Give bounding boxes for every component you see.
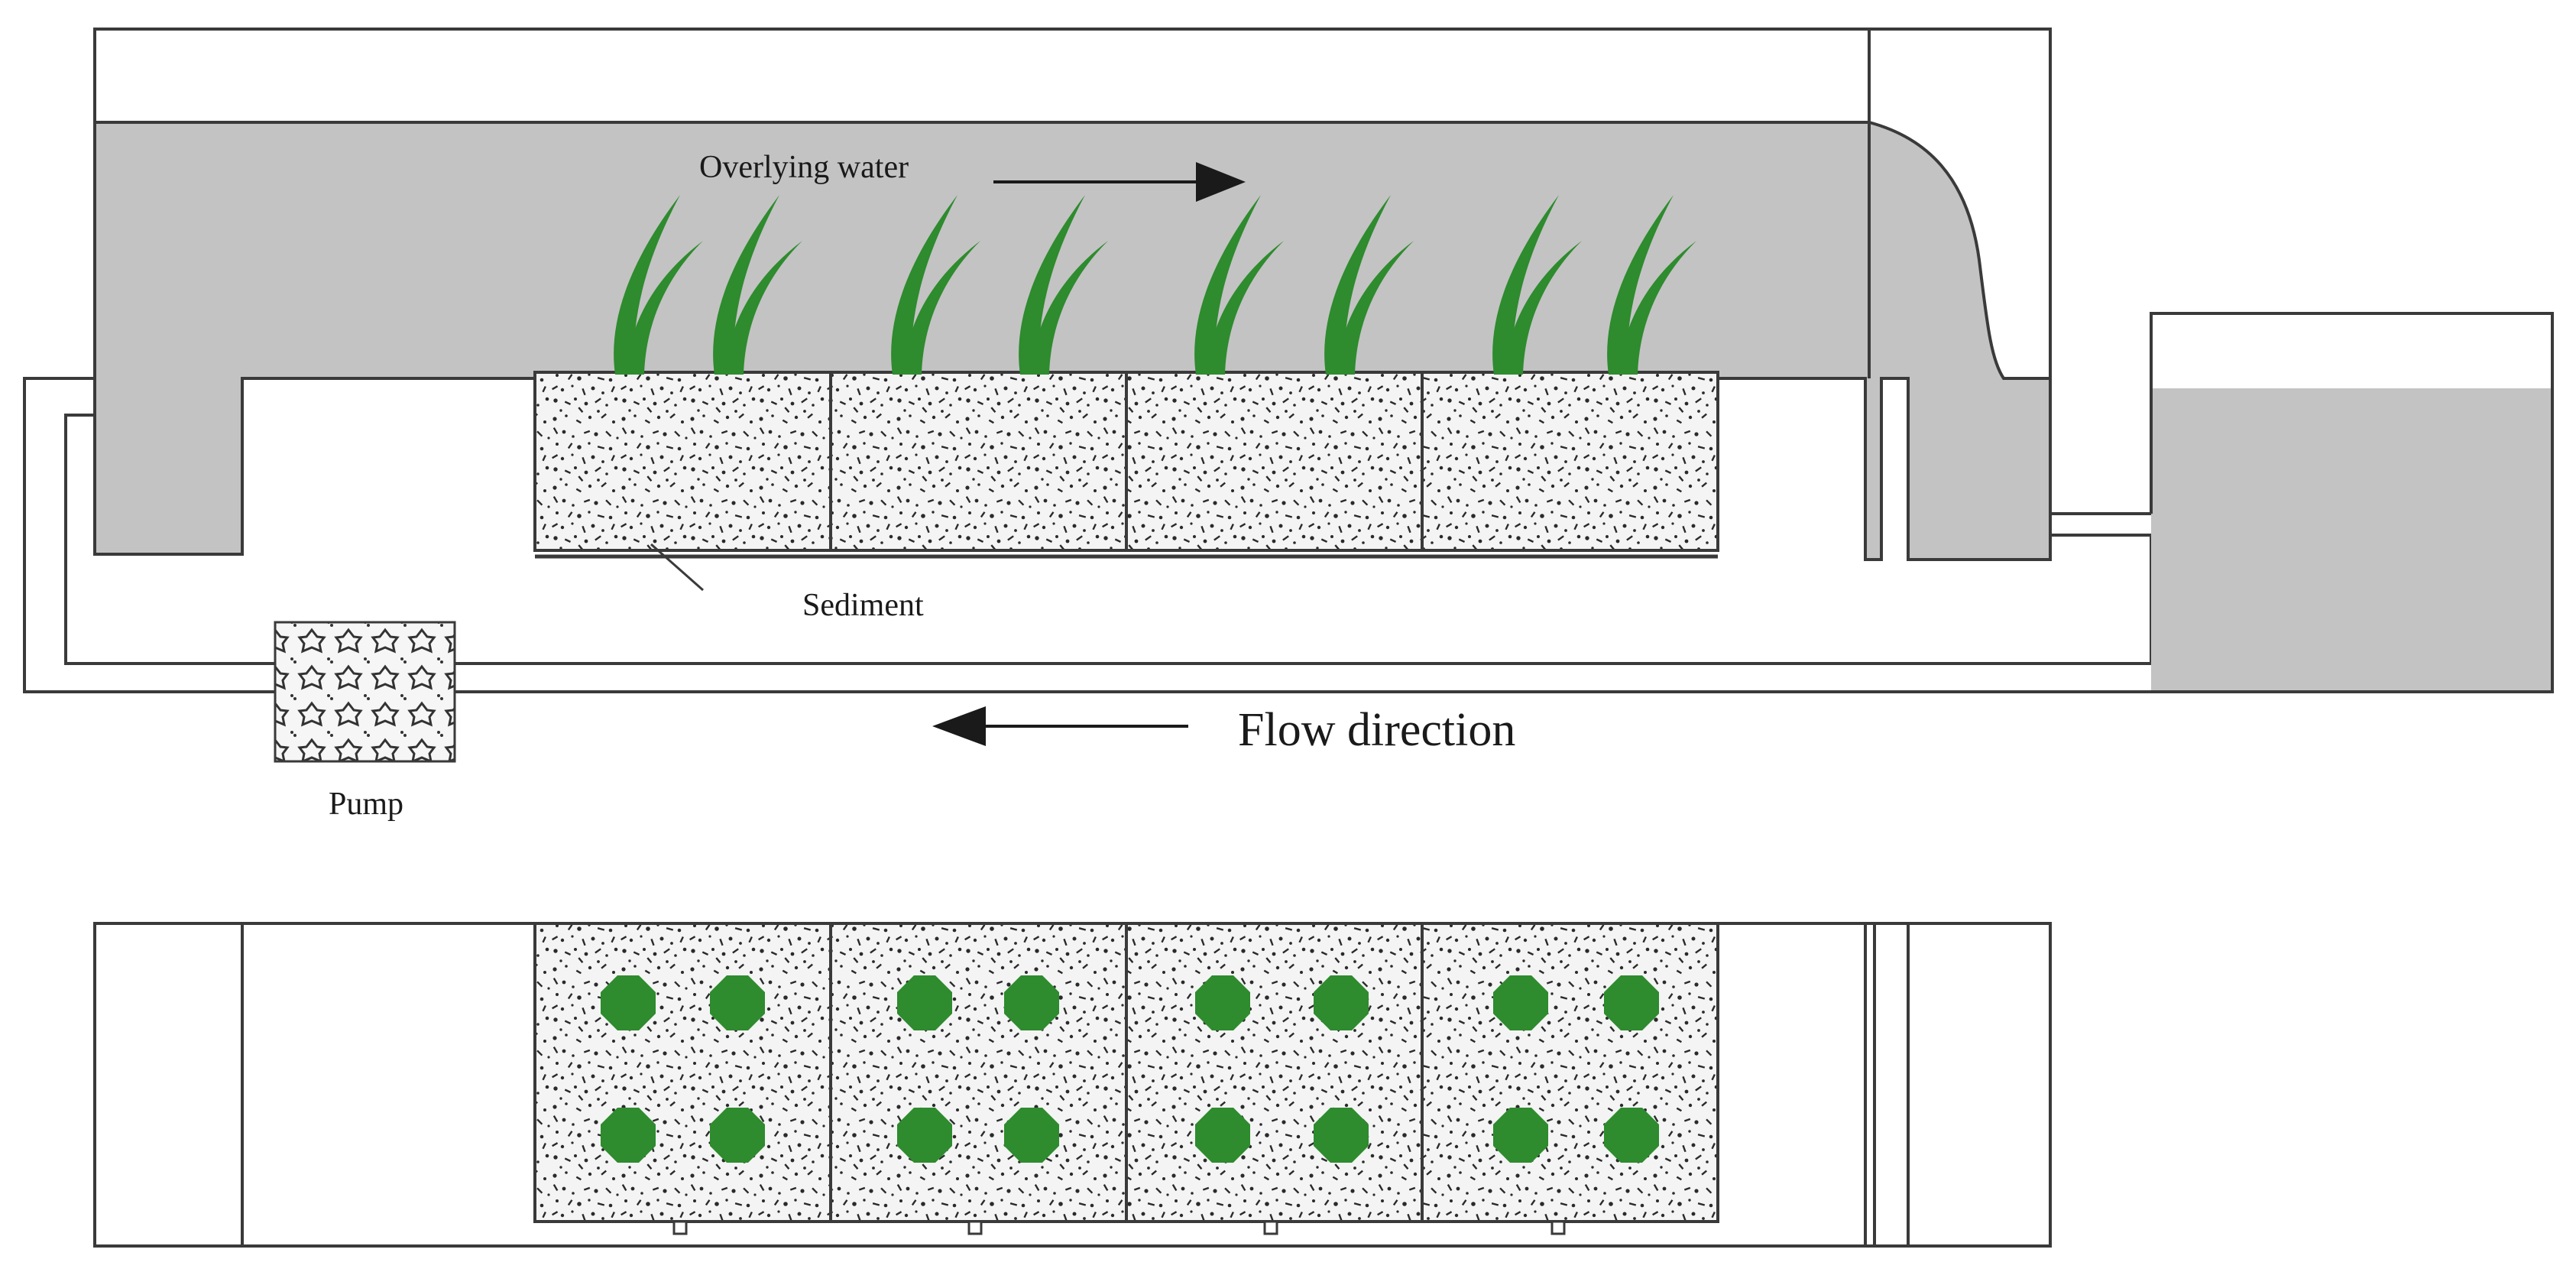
pump-icon (274, 621, 456, 763)
outer-frame-right (1869, 28, 2052, 378)
sediment-label: Sediment (802, 588, 924, 623)
top-sediment-box-1 (533, 922, 832, 1223)
top-view (93, 922, 2052, 1248)
pump-label: Pump (329, 787, 403, 822)
overlying-water-body (93, 121, 2052, 561)
sediment-box-1 (533, 371, 832, 552)
flow-arrow-icon (932, 706, 1188, 746)
flume-lid (93, 28, 1871, 124)
side-view (23, 28, 2554, 693)
water-arrow-icon (993, 162, 1246, 202)
top-sediment-box-3 (1125, 922, 1424, 1223)
flow-direction-label: Flow direction (1238, 704, 1515, 756)
overlying-water-label: Overlying water (699, 150, 909, 185)
sediment-box-3 (1125, 371, 1424, 552)
return-pipe-outer (23, 377, 2151, 693)
reservoir-tank (2150, 312, 2554, 693)
top-drain-tabs (672, 1220, 1566, 1235)
reservoir-water (2151, 388, 2552, 692)
sediment-box-4 (1421, 371, 1719, 552)
top-sediment-box-4 (1421, 922, 1719, 1223)
sediment-boxes (533, 371, 1719, 559)
sediment-box-2 (829, 371, 1128, 552)
sediment-leader-line (650, 543, 704, 592)
top-sediment-box-2 (829, 922, 1128, 1223)
